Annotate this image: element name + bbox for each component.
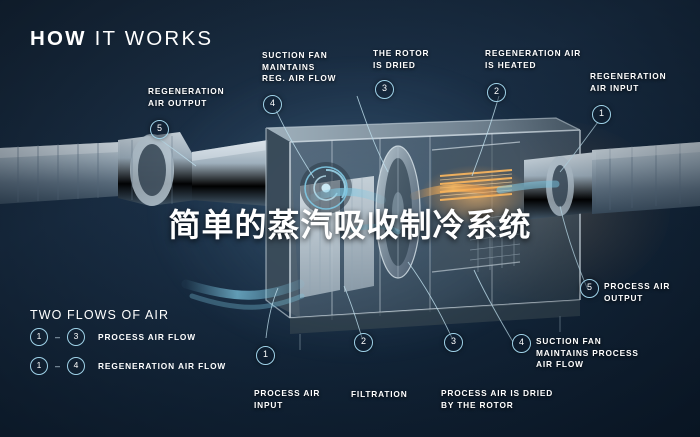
legend-bullet-from-1: 1 xyxy=(30,328,48,346)
label-regeneration-air-input: REGENERATION AIR INPUT xyxy=(590,71,667,93)
label-suction-fan-reg: SUCTION FAN MAINTAINS REG. AIR FLOW xyxy=(262,50,337,83)
legend-label-process-air-flow: PROCESS AIR FLOW xyxy=(98,332,197,342)
legend-title: TWO FLOWS OF AIR xyxy=(30,308,170,322)
label-suction-fan-process: SUCTION FAN MAINTAINS PROCESS AIR FLOW xyxy=(536,336,639,369)
legend-dash-1: – xyxy=(55,332,61,342)
bullet-process-air-dried: 3 xyxy=(444,333,463,352)
label-rotor-dried: THE ROTOR IS DRIED xyxy=(373,48,430,70)
overlay-headline: 简单的蒸汽吸收制冷系统 xyxy=(168,206,532,244)
bullet-filtration: 2 xyxy=(354,333,373,352)
label-process-air-output: PROCESS AIR OUTPUT xyxy=(604,281,671,303)
bullet-regeneration-air-input: 1 xyxy=(592,105,611,124)
legend-dash-2: – xyxy=(55,361,61,371)
label-regeneration-air-heated: REGENERATION AIR IS HEATED xyxy=(485,48,582,70)
bullet-process-air-output: 5 xyxy=(580,279,599,298)
left-duct xyxy=(0,142,120,204)
legend-bullet-to-4: 4 xyxy=(67,357,86,375)
label-filtration: FILTRATION xyxy=(351,389,408,399)
bullet-suction-fan-process: 4 xyxy=(512,334,531,353)
bullet-rotor-dried: 3 xyxy=(375,80,394,99)
page-title-rest: IT WORKS xyxy=(86,27,214,50)
label-process-air-input: PROCESS AIR INPUT xyxy=(254,388,321,410)
bullet-regeneration-air-output: 5 xyxy=(150,120,169,139)
legend-label-regeneration-air-flow: REGENERATION AIR FLOW xyxy=(98,361,227,371)
page-title: HOW IT WORKS xyxy=(30,27,213,51)
left-round-duct xyxy=(118,132,196,206)
legend-row-regeneration-air: 1 – 4 REGENERATION AIR FLOW xyxy=(30,357,226,375)
bullet-regeneration-air-heated: 2 xyxy=(487,83,506,102)
inlet-duct xyxy=(192,140,268,206)
page-title-bold: HOW xyxy=(30,27,87,50)
legend-bullet-to-3: 3 xyxy=(67,328,86,346)
label-process-air-dried: PROCESS AIR IS DRIED BY THE ROTOR xyxy=(441,388,554,410)
legend-row-process-air: 1 – 3 PROCESS AIR FLOW xyxy=(30,328,196,346)
label-regeneration-air-output: REGENERATION AIR OUTPUT xyxy=(148,86,225,108)
legend-bullet-from-1b: 1 xyxy=(30,357,48,375)
bullet-suction-fan-reg: 4 xyxy=(263,95,282,114)
bullet-process-air-input: 1 xyxy=(256,346,275,365)
